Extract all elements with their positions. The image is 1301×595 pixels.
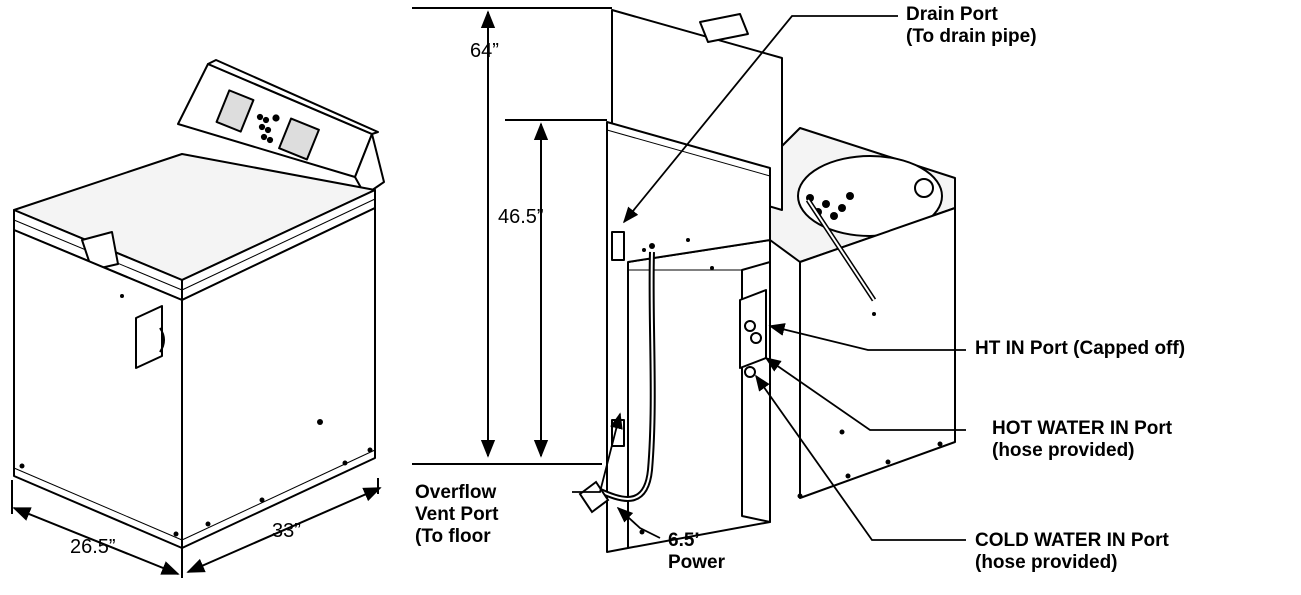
power-line2: Power bbox=[668, 551, 726, 573]
dimension-33in: 33” bbox=[272, 520, 301, 542]
cold-water-line1: COLD WATER IN Port bbox=[975, 530, 1169, 551]
right-machine-open bbox=[606, 9, 956, 553]
left-side-hatch bbox=[135, 305, 163, 369]
overflow-vent-port-label: Overflow Vent Port (To floor bbox=[415, 482, 498, 548]
left-lid-handle bbox=[81, 231, 119, 271]
cold-water-line2: (hose provided) bbox=[975, 551, 1118, 573]
overflow-line1: Overflow bbox=[415, 482, 497, 503]
open-lid-handle bbox=[699, 13, 749, 43]
drain-port-line1: Drain Port bbox=[906, 4, 998, 25]
power-leader bbox=[616, 506, 661, 539]
hot-water-line2: (hose provided) bbox=[992, 439, 1135, 461]
cold-water-leader bbox=[755, 374, 966, 541]
dimension-26-5in: 26.5” bbox=[70, 536, 116, 558]
left-machine-closed bbox=[13, 59, 385, 549]
ht-in-port-label: HT IN Port (Capped off) bbox=[975, 338, 1185, 360]
left-dimension-lines bbox=[11, 478, 382, 578]
overflow-line2: Vent Port bbox=[415, 503, 499, 525]
ht-in-leader bbox=[768, 323, 966, 351]
control-console bbox=[177, 59, 385, 196]
overflow-leader bbox=[572, 412, 623, 493]
hot-water-leader bbox=[764, 357, 966, 431]
dimension-64in: 64” bbox=[470, 40, 499, 62]
callout-leaders bbox=[572, 15, 966, 541]
right-side-face bbox=[799, 207, 956, 499]
dimension-46-5in: 46.5” bbox=[498, 206, 544, 228]
hot-water-line1: HOT WATER IN Port bbox=[992, 418, 1173, 439]
ht-in-port-line1: HT IN Port (Capped off) bbox=[975, 338, 1186, 359]
power-line1: 6.5’ bbox=[668, 530, 700, 551]
drain-port-label: Drain Port (To drain pipe) bbox=[906, 4, 1037, 48]
power-cord-label: 6.5’ Power bbox=[668, 530, 725, 574]
right-dimension-lines bbox=[412, 7, 612, 465]
drain-port-leader bbox=[622, 15, 898, 224]
left-side-face bbox=[181, 207, 376, 549]
overflow-line3: (To floor bbox=[415, 525, 491, 547]
hot-water-in-port-label: HOT WATER IN Port (hose provided) bbox=[992, 418, 1172, 462]
cold-water-in-port-label: COLD WATER IN Port (hose provided) bbox=[975, 530, 1169, 574]
drain-port-line2: (To drain pipe) bbox=[906, 25, 1037, 47]
front-panel bbox=[606, 121, 771, 553]
